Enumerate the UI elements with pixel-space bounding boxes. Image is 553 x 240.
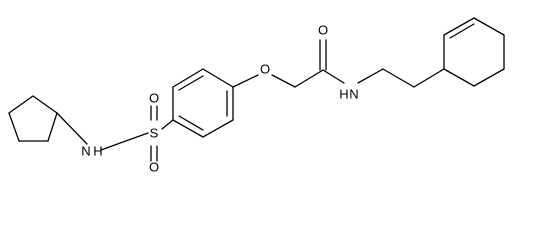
bond (413, 68, 445, 88)
bond (232, 74, 259, 88)
bond (357, 68, 384, 84)
atom-o-carbonyl: O (318, 22, 328, 37)
benzene-ring (172, 68, 234, 138)
bond (56, 112, 88, 145)
atom-o-sulfonyl-top: O (149, 90, 159, 105)
atom-o-ether: O (260, 61, 270, 76)
bond (178, 115, 204, 131)
structure-canvas: O O H N S O O N H (8, 17, 505, 174)
bond (294, 69, 324, 88)
bond (322, 69, 345, 84)
bond (202, 119, 234, 138)
bond (178, 75, 204, 91)
bond (161, 119, 174, 130)
bond (172, 119, 204, 138)
atom-h-sulfonamide: H (93, 143, 102, 158)
bond (8, 112, 20, 142)
bond (172, 68, 204, 88)
bond (271, 74, 296, 88)
atom-n-amide: N (349, 86, 358, 101)
atom-h-amide: H (339, 86, 348, 101)
bond (202, 68, 234, 88)
bond (449, 23, 475, 39)
bond (100, 132, 149, 151)
bond (443, 68, 475, 87)
cyclopentyl-ring (8, 95, 58, 142)
cyclohexenyl-ring (443, 17, 505, 87)
bond (47, 112, 58, 142)
bond (382, 68, 415, 88)
bond (443, 17, 475, 36)
bond (8, 95, 34, 114)
bond (32, 95, 58, 114)
atom-s-sulfonyl: S (150, 125, 159, 140)
atom-o-sulfonyl-bottom: O (149, 159, 159, 174)
molecule-diagram: O O H N S O O N H (8, 17, 505, 174)
bond (473, 68, 505, 87)
bond (473, 17, 505, 36)
atom-n-sulfonamide: N (81, 143, 90, 158)
